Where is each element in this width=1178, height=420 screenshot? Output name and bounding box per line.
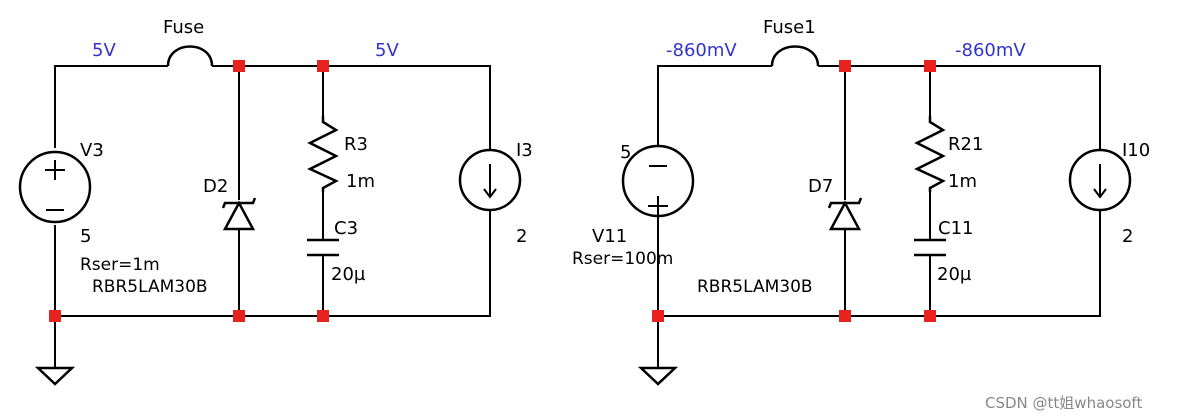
right-voltage-source-symbol	[621, 144, 695, 218]
right-probe-voltage-1: -860mV	[666, 40, 737, 61]
right-wires	[657, 65, 1101, 368]
circuit-left: Fuse 5V 5V V3 5 Rser=1m D2 RBR5LAM30B R3…	[18, 17, 533, 386]
circuit-right: Fuse1 -860mV -860mV 5 V11 Rser=100m D7 R…	[572, 17, 1150, 386]
right-source-value: 5	[620, 142, 631, 163]
right-capacitor-name: C11	[938, 218, 973, 239]
left-source-rser: Rser=1m	[80, 255, 160, 275]
left-probe-voltage-1: 5V	[92, 40, 116, 61]
left-isource-name: I3	[516, 140, 533, 161]
right-fuse-symbol	[770, 45, 820, 67]
right-resistor-value: 1m	[948, 171, 977, 192]
left-wires	[54, 65, 491, 368]
left-capacitor-symbol	[307, 238, 339, 257]
left-fuse-label: Fuse	[163, 17, 204, 38]
left-resistor-symbol	[307, 116, 339, 192]
right-diode-name: D7	[808, 176, 833, 197]
left-diode-model: RBR5LAM30B	[92, 277, 208, 297]
watermark: CSDN @tt姐whaosoft	[985, 394, 1142, 412]
left-resistor-value: 1m	[346, 171, 375, 192]
left-source-value: 5	[80, 226, 91, 247]
left-probe-voltage-2: 5V	[375, 40, 399, 61]
left-voltage-source-symbol	[18, 150, 92, 224]
right-capacitor-symbol	[914, 238, 946, 257]
left-capacitor-value: 20µ	[331, 264, 366, 285]
right-resistor-name: R21	[948, 134, 983, 155]
right-current-source-symbol	[1068, 148, 1132, 212]
left-resistor-name: R3	[344, 134, 368, 155]
right-diode-model: RBR5LAM30B	[697, 277, 813, 297]
right-source-rser: Rser=100m	[572, 249, 673, 269]
right-capacitor-value: 20µ	[937, 264, 972, 285]
left-junction-nodes	[49, 60, 329, 322]
right-isource-name: I10	[1122, 140, 1150, 161]
right-ground-symbol	[637, 366, 679, 386]
right-source-name: V11	[592, 226, 627, 247]
left-ground-symbol	[34, 366, 76, 386]
right-fuse-label: Fuse1	[763, 17, 816, 38]
left-diode-symbol	[221, 197, 257, 231]
right-isource-value: 2	[1122, 226, 1133, 247]
right-diode-symbol	[827, 197, 863, 231]
left-isource-value: 2	[516, 226, 527, 247]
right-probe-voltage-2: -860mV	[955, 40, 1026, 61]
right-junction-nodes	[652, 60, 936, 322]
left-source-name: V3	[80, 140, 104, 161]
left-fuse-symbol	[166, 45, 214, 67]
left-capacitor-name: C3	[334, 218, 358, 239]
right-resistor-symbol	[914, 116, 946, 192]
left-current-source-symbol	[458, 148, 522, 212]
left-diode-name: D2	[203, 176, 228, 197]
